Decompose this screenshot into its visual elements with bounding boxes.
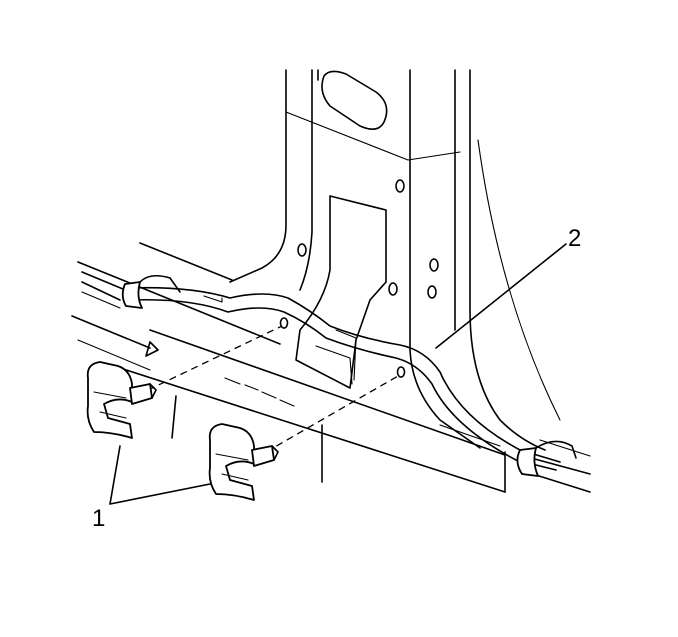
clip-hole-lower [396,366,406,378]
retainer-tabs [145,295,295,407]
alignment-line-lower [265,375,399,453]
harness-clip-lower [208,423,279,501]
sill-rails [71,242,591,493]
pillar-holes [297,179,439,299]
harness-clip-upper [86,361,157,439]
clip-hole-upper [279,317,289,329]
callout-1-label: 1 [92,505,105,532]
alignment-line-upper [147,325,283,391]
wiring-harness [121,274,577,477]
body-pillar [229,69,561,451]
pillar-recess [295,195,387,389]
callout-2-label: 2 [568,225,581,252]
pillar-oval-cutout [321,70,388,130]
callout-leaders [109,243,567,505]
